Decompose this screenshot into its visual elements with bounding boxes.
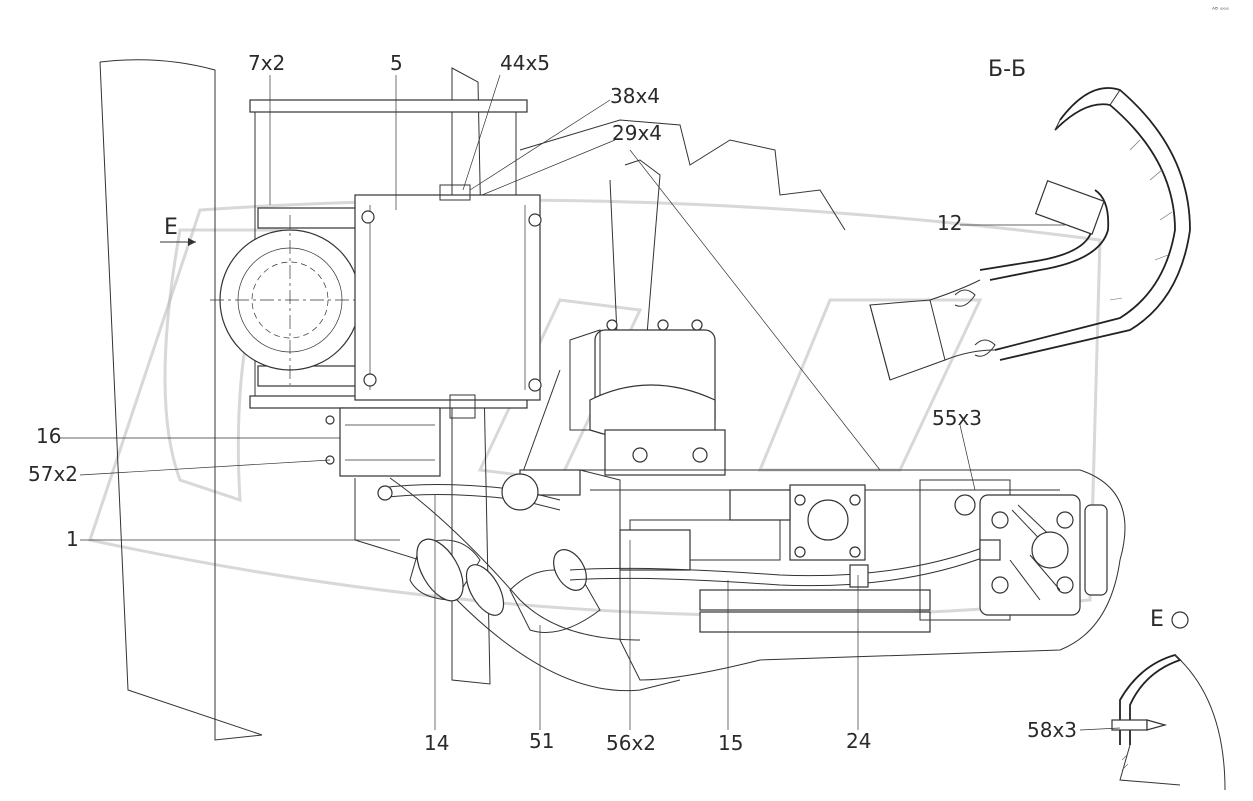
view-e-detail: [1111, 611, 1226, 791]
callout-44x5: 44x5: [500, 51, 550, 75]
view-e-label: E: [1150, 607, 1164, 632]
callout-7x2: 7x2: [248, 51, 285, 75]
mount-56: [619, 529, 691, 571]
callout-56x2: 56x2: [606, 731, 656, 755]
cooler-housing: [210, 99, 542, 477]
callout-24: 24: [846, 729, 871, 753]
callout-5: 5: [390, 51, 403, 75]
frame-beam: [99, 59, 263, 741]
corner-mark: ᴬᴮ ᵉᵉᵉ: [1212, 6, 1229, 14]
callout-57x2: 57x2: [28, 462, 78, 486]
callout-14: 14: [424, 731, 449, 755]
callout-15: 15: [718, 731, 743, 755]
callout-29x4: 29x4: [612, 121, 662, 145]
section-bb-detail: [869, 87, 1191, 381]
callout-1: 1: [66, 527, 79, 551]
callout-12: 12: [937, 211, 962, 235]
callout-58x3: 58x3: [1027, 718, 1077, 742]
clamp-block: [339, 407, 441, 477]
callout-16: 16: [36, 424, 61, 448]
view-arrow-e: [160, 238, 196, 246]
view-arrow-e-label: E: [164, 215, 178, 240]
callout-55x3: 55x3: [932, 406, 982, 430]
leader-lines: [60, 74, 1121, 731]
hydraulic-lines: [377, 473, 1001, 588]
bracket-post: [451, 67, 491, 685]
gearbox-body: [579, 469, 1126, 681]
callout-38x4: 38x4: [610, 84, 660, 108]
cylinder-assembly: [519, 319, 726, 496]
section-bb-label: Б-Б: [988, 57, 1026, 82]
callout-51: 51: [529, 729, 554, 753]
